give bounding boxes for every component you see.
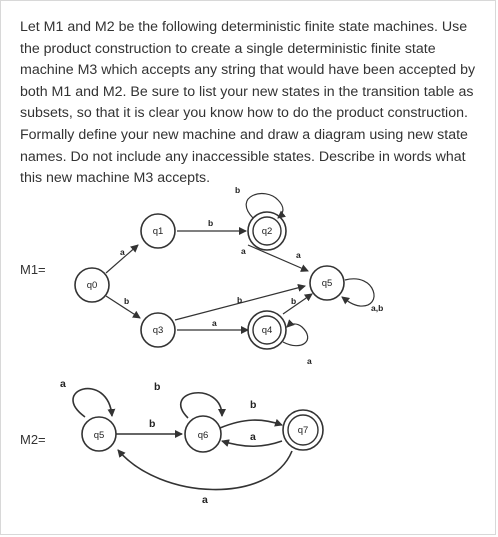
m1-label-q0-q3: b — [124, 296, 129, 306]
m1-edge-q3-q5 — [174, 283, 306, 321]
m2-state-q7-label: q7 — [298, 425, 309, 436]
m2-edge-q7-q5 — [117, 449, 293, 491]
m1-state-q3-label: q3 — [153, 325, 164, 336]
m2-label-q5-loop: a — [60, 378, 66, 390]
m1-diagram — [74, 192, 375, 350]
m1-label-q0-q1: a — [120, 247, 125, 257]
m2-state-q5-label: q5 — [94, 430, 105, 441]
m1-label-q3-q5: b — [237, 295, 242, 305]
m2-label: M2= — [20, 432, 46, 447]
m2-label-q6-q7: b — [250, 399, 256, 411]
m1-state-q2-label: q2 — [262, 226, 273, 237]
m1-edge-q2-loop — [245, 192, 286, 219]
m1-label-q5-loop: a,b — [371, 303, 383, 313]
m1-label-q1-q2: b — [208, 218, 213, 228]
m1-state-q5-label: q5 — [322, 278, 333, 289]
m1-label-q2-q5-b: a — [296, 250, 301, 260]
m2-edge-q6-loop — [180, 392, 226, 419]
m1-state-q4-accept-ring — [252, 315, 282, 345]
m2-state-q7-accept-ring — [287, 414, 319, 446]
m1-edge-q0-q1 — [105, 244, 139, 274]
m2-state-q6-label: q6 — [198, 430, 209, 441]
m1-edge-q2-q5 — [247, 244, 309, 272]
m2-edge-q5-loop — [72, 387, 116, 418]
m1-state-q4-label: q4 — [262, 325, 273, 336]
m1-state-q4 — [247, 310, 287, 350]
m2-edge-q7-q6 — [221, 439, 283, 448]
m2-state-q6 — [184, 415, 222, 453]
m1-edge-q4-loop — [282, 319, 309, 347]
m1-state-q0-label: q0 — [87, 280, 98, 291]
m1-state-q2 — [247, 211, 287, 251]
m1-state-q2-accept-ring — [252, 216, 282, 246]
m2-label-q6-loop: b — [154, 381, 160, 393]
m2-diagram — [72, 387, 324, 491]
m1-state-q3 — [140, 312, 176, 348]
m1-edge-q4-q5 — [282, 293, 313, 315]
m1-label-q2-q5: a — [241, 246, 246, 256]
m1-label-q3-q4: a — [212, 318, 217, 328]
m2-label-q7-q5: a — [202, 494, 208, 506]
m1-state-q1-label: q1 — [153, 226, 164, 237]
m2-state-q5 — [81, 416, 117, 452]
m1-label-q2-loop: b — [235, 185, 240, 195]
m2-edge-q6-q7 — [219, 418, 283, 429]
m1-edge-q0-q3 — [105, 295, 141, 319]
m1-state-q0 — [74, 267, 110, 303]
m1-label-q4-q5: b — [291, 296, 296, 306]
m1-label-q4-loop: a — [307, 356, 312, 366]
m2-label-q7-q6: a — [250, 431, 256, 443]
m1-state-q5 — [309, 265, 345, 301]
m1-state-q1 — [140, 213, 176, 249]
question-text: Let M1 and M2 be the following determini… — [20, 19, 476, 187]
m1-label: M1= — [20, 262, 46, 277]
m2-state-q7 — [282, 409, 324, 451]
m2-label-q5-q6: b — [149, 418, 155, 430]
m1-edge-q5-loop — [341, 278, 375, 307]
